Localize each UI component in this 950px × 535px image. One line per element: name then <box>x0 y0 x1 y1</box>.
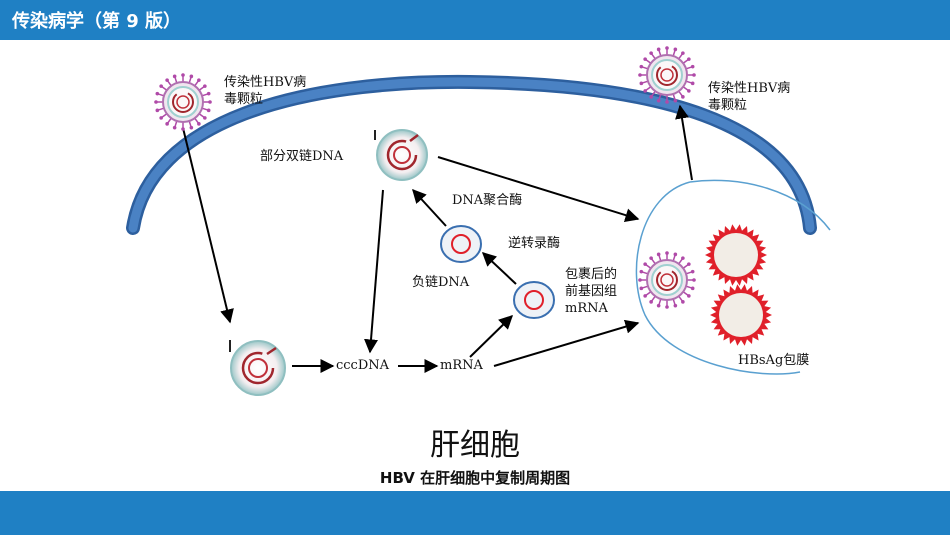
mrna-label: mRNA <box>440 358 483 373</box>
label-line: 毒颗粒 <box>708 98 748 113</box>
assembly-vesicle <box>635 181 801 375</box>
virion-in-label: 传染性HBV病 毒颗粒 <box>224 74 306 108</box>
label-line: mRNA <box>565 301 608 316</box>
pregenomic-mrna-label: 包裹后的 前基因组 mRNA <box>565 266 617 317</box>
dna-polymerase-label: DNA聚合酶 <box>452 193 523 208</box>
label-line: 包裹后的 <box>565 267 618 282</box>
core-particle-icon <box>376 129 428 181</box>
figure-caption: HBV 在肝细胞中复制周期图 <box>379 469 571 487</box>
label-line: 毒颗粒 <box>224 92 264 107</box>
cccdna-label: cccDNA <box>336 358 390 373</box>
virion-icon <box>154 73 212 131</box>
hbsag-sphere-icon <box>705 224 767 286</box>
core-particle-icon <box>440 225 482 263</box>
virion-icon <box>638 46 696 104</box>
core-particle-icon <box>230 340 286 396</box>
label-line: 传染性HBV病 <box>224 75 307 90</box>
virion-icon <box>638 251 696 309</box>
negative-strand-label: 负链DNA <box>412 275 470 290</box>
arrow-mrna-to-pgrna <box>469 315 514 358</box>
arrow-pgrna-to-negdna <box>481 252 517 285</box>
reverse-transcriptase-label: 逆转录酶 <box>508 236 561 251</box>
hbsag-label: HBsAg包膜 <box>738 353 810 368</box>
label-line: 传染性HBV病 <box>708 81 791 96</box>
page-title: 传染病学（第 9 版） <box>12 11 182 32</box>
partial-dsdna-label: 部分双链DNA <box>260 149 344 164</box>
virion-out-label: 传染性HBV病 毒颗粒 <box>708 80 790 114</box>
arrow-release <box>675 104 693 181</box>
arrow-entry <box>182 127 234 324</box>
hepatocyte-label: 肝细胞 <box>430 428 520 463</box>
arrow-negdna-to-dsdna <box>412 188 447 227</box>
footer-bar <box>0 491 950 535</box>
core-particle-icon <box>513 281 555 319</box>
arrow-mrna-to-vesicle <box>493 319 640 367</box>
header-bar: 传染病学（第 9 版） <box>0 0 950 40</box>
hbsag-sphere-icon <box>710 284 772 346</box>
arrow-dsdna-to-vesicle <box>437 156 640 222</box>
arrow-dsdna-to-cccdna <box>364 189 384 354</box>
label-line: 前基因组 <box>565 284 618 299</box>
